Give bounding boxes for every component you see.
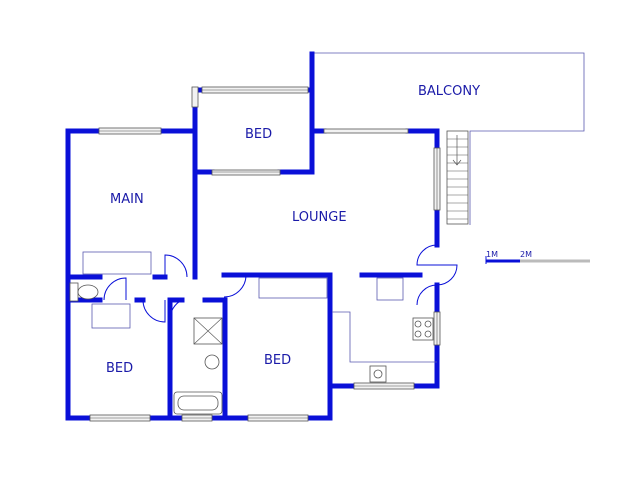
room-label-bed-top: BED (245, 127, 272, 142)
room-label-main: MAIN (110, 192, 144, 207)
stairs (446, 130, 469, 225)
room-label-lounge: LOUNGE (292, 210, 347, 225)
scale-bar: 1M 2M (485, 250, 590, 264)
room-label-balcony: BALCONY (418, 84, 480, 99)
fixtures (69, 251, 437, 415)
windows (89, 86, 441, 422)
doors (103, 244, 458, 323)
scale-label-2m: 2M (520, 250, 532, 259)
balcony-outline (312, 52, 585, 225)
room-label-bed-right: BED (264, 353, 291, 368)
scale-label-1m: 1M (486, 250, 498, 259)
room-label-bed-left: BED (106, 361, 133, 376)
